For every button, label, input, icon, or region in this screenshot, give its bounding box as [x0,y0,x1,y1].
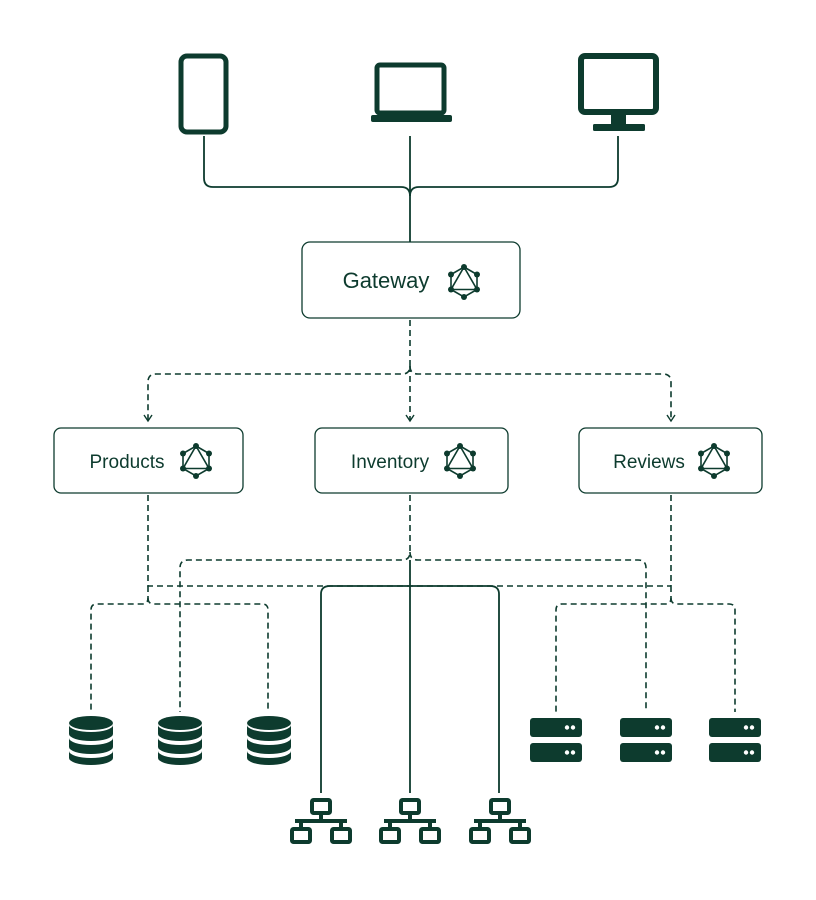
laptop-icon [371,62,452,122]
server-icon [530,718,582,762]
network-icon [379,798,441,844]
database-icon [247,716,291,765]
subgraph-label: Reviews [613,452,685,473]
subgraph-inventory[interactable]: Inventory [314,427,509,494]
subgraph-label: Products [90,452,165,473]
gateway-connectors [143,320,676,423]
gateway-node[interactable]: Gateway [301,241,521,319]
network-icon [469,798,531,844]
phone-icon [178,53,229,135]
subgraph-reviews[interactable]: Reviews [578,427,763,494]
desktop-monitor-icon [578,53,659,131]
gateway-label: Gateway [343,268,430,293]
datasource-connectors [90,495,736,793]
subgraph-products[interactable]: Products [53,427,244,494]
database-icon [69,716,113,765]
network-icon [290,798,352,844]
database-icon [158,716,202,765]
server-icon [709,718,761,762]
subgraph-label: Inventory [351,452,430,473]
server-icon [620,718,672,762]
client-connectors [203,136,619,242]
